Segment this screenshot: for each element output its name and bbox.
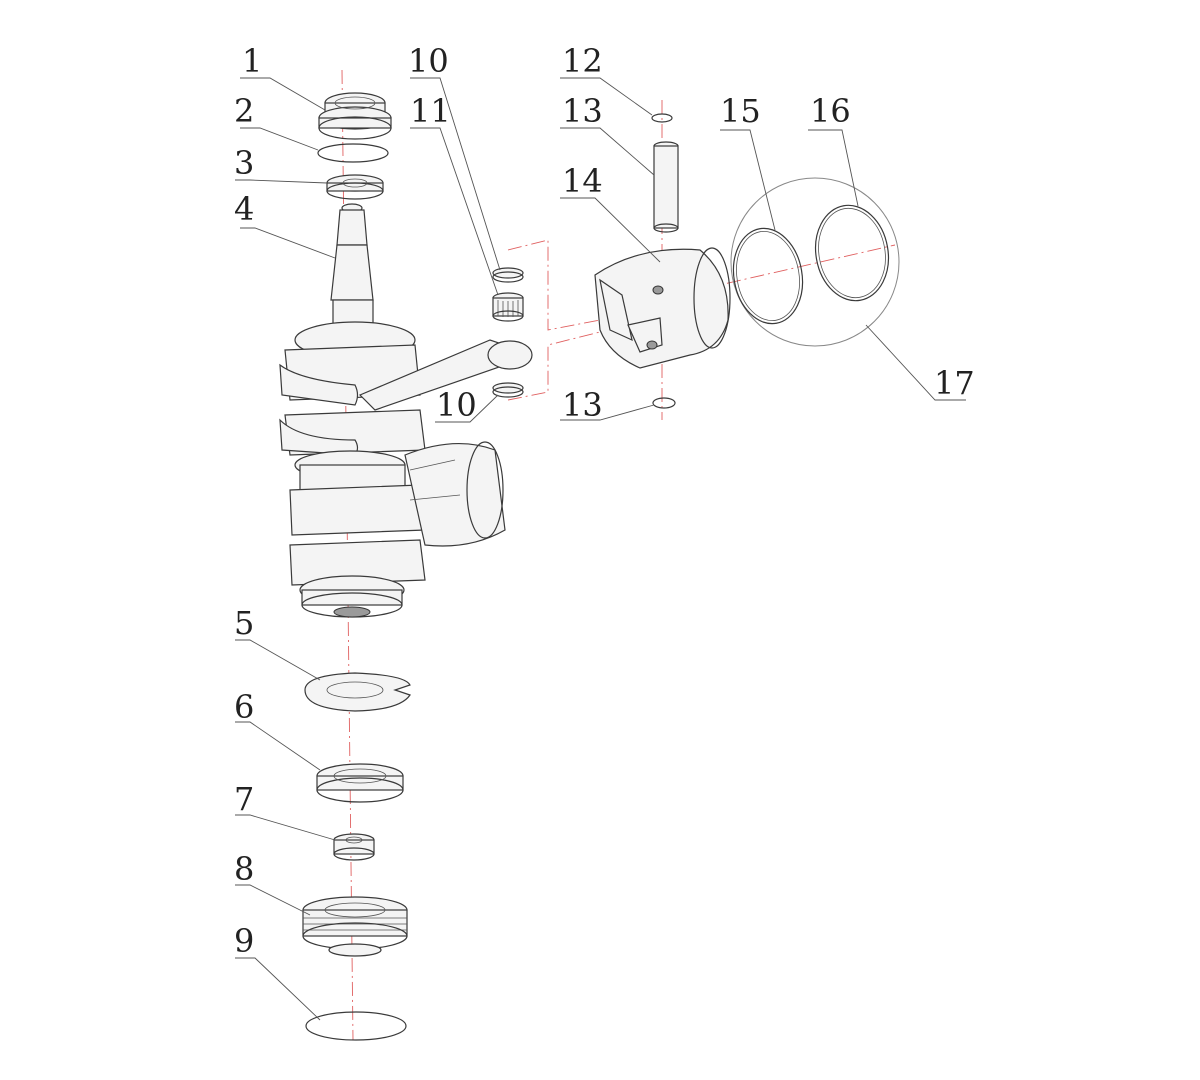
part-9-o-ring (305, 1011, 407, 1041)
callout-9: 9 (234, 922, 254, 960)
leader-line-1 (240, 77, 326, 111)
leader-line-11 (410, 127, 499, 296)
part-4-crankshaft (279, 203, 533, 618)
callout-7: 7 (234, 780, 254, 818)
part-13-piston-pin (653, 141, 679, 233)
callout-3: 3 (234, 144, 254, 182)
callout-4: 4 (234, 190, 254, 228)
part-2-o-ring (317, 143, 389, 163)
leader-line-3 (235, 179, 328, 184)
callout-13-upper: 13 (562, 92, 603, 130)
part-17-ring-detail-circle (730, 177, 900, 347)
callout-10-lower: 10 (436, 386, 477, 424)
leader-line-12 (560, 77, 653, 116)
callout-5: 5 (234, 604, 254, 642)
leader-lines (235, 77, 966, 1021)
leader-line-5 (235, 639, 321, 681)
part-12-circlip (651, 113, 673, 123)
part-16-piston-ring (814, 204, 890, 302)
callout-14: 14 (562, 162, 603, 200)
part-15-piston-ring (732, 227, 804, 325)
leader-line-10b (435, 394, 499, 423)
leader-line-13a (560, 127, 655, 176)
part-10-lower-washer (492, 382, 524, 398)
callout-15: 15 (720, 92, 761, 130)
callout-8: 8 (234, 850, 254, 888)
part-11-needle-bearing (492, 292, 524, 322)
leader-line-9 (235, 957, 321, 1021)
leader-line-15 (720, 129, 776, 231)
part-14-piston (594, 247, 731, 369)
part-6-bearing-housing (316, 763, 404, 803)
leader-line-13b (560, 404, 655, 421)
leader-line-7 (235, 814, 336, 841)
leader-line-2 (240, 127, 319, 151)
callout-13-lower: 13 (562, 386, 603, 424)
leader-line-17 (865, 324, 966, 401)
part-5-thrust-washer (304, 672, 411, 712)
leader-line-10a (410, 77, 501, 271)
part-8-lower-seal-housing (302, 896, 408, 957)
leader-line-8 (235, 884, 311, 916)
callout-2: 2 (234, 92, 254, 130)
leader-line-4 (240, 227, 336, 259)
callout-10-upper: 10 (408, 42, 449, 80)
part-13-lower-circlip (652, 397, 676, 409)
callout-6: 6 (234, 688, 254, 726)
leader-line-6 (235, 721, 321, 771)
callout-11: 11 (410, 92, 451, 130)
part-7-small-bearing (333, 833, 375, 861)
part-1-top-seal-housing (318, 92, 392, 140)
part-10-upper-washer (492, 267, 524, 283)
callout-numbers: 1 2 3 4 5 6 7 8 9 10 10 11 12 13 13 14 1… (234, 42, 975, 960)
callout-1: 1 (242, 42, 262, 80)
part-3-bearing (326, 174, 384, 200)
callout-16: 16 (810, 92, 851, 130)
callout-17: 17 (934, 364, 975, 402)
callout-12: 12 (562, 42, 603, 80)
leader-line-16 (808, 129, 859, 207)
rod-bearing-axis-line (507, 239, 601, 331)
rod-bearing-axis-line-lower (507, 331, 601, 401)
leader-line-14 (560, 197, 661, 263)
